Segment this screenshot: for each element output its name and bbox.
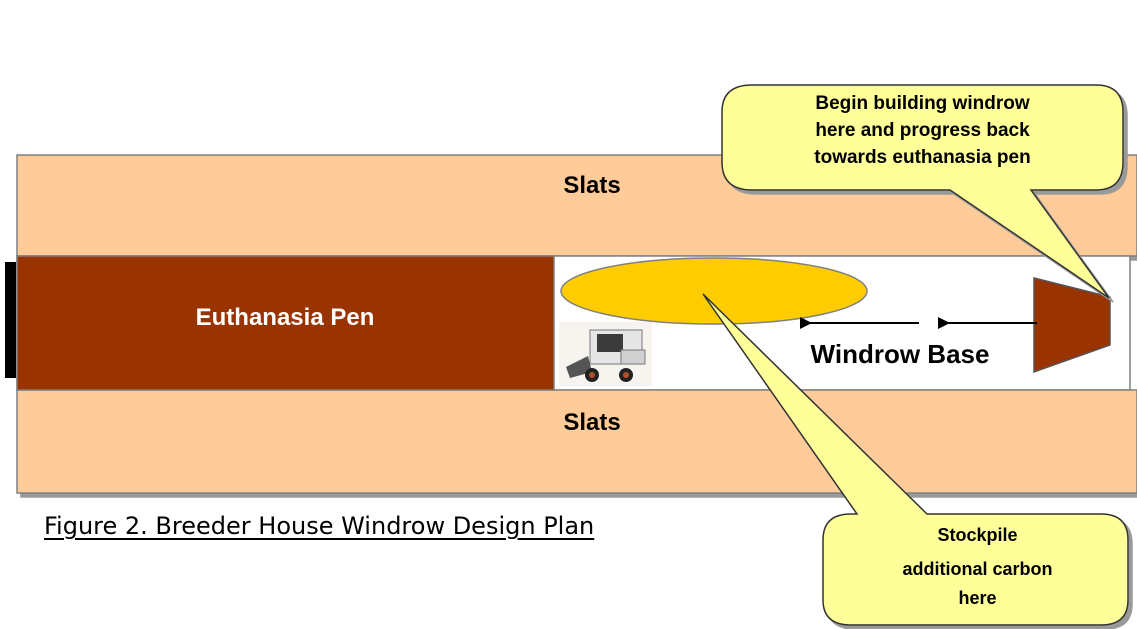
left-edge-bar bbox=[5, 262, 16, 378]
slats-top-label: Slats bbox=[563, 172, 621, 199]
windrow-base-label: Windrow Base bbox=[810, 339, 990, 369]
callout-line: additional carbon bbox=[902, 559, 1053, 579]
slats-bottom-area bbox=[16, 389, 1137, 494]
callout-line: towards euthanasia pen bbox=[814, 147, 1031, 168]
callout-line: here and progress back bbox=[815, 120, 1030, 141]
euthanasia-pen-area bbox=[16, 255, 555, 391]
stockpile-callout-text: Stockpile additional carbon here bbox=[835, 518, 1120, 610]
begin-building-callout-text: Begin building windrow here and progress… bbox=[735, 90, 1110, 171]
windrow-start-marker bbox=[1033, 277, 1111, 374]
stockpile-callout bbox=[702, 293, 1129, 626]
callout-line: here bbox=[958, 588, 997, 608]
euthanasia-pen-label: Euthanasia Pen bbox=[195, 304, 375, 331]
begin-building-callout bbox=[721, 84, 1124, 299]
stockpile-ellipse bbox=[560, 257, 868, 325]
callout-line: Stockpile bbox=[937, 525, 1018, 545]
slats-bottom-label: Slats bbox=[563, 409, 621, 436]
skid-steer-loader-icon bbox=[559, 322, 652, 386]
callout-line: Begin building windrow bbox=[815, 93, 1030, 114]
figure-caption: Figure 2. Breeder House Windrow Design P… bbox=[44, 512, 595, 540]
